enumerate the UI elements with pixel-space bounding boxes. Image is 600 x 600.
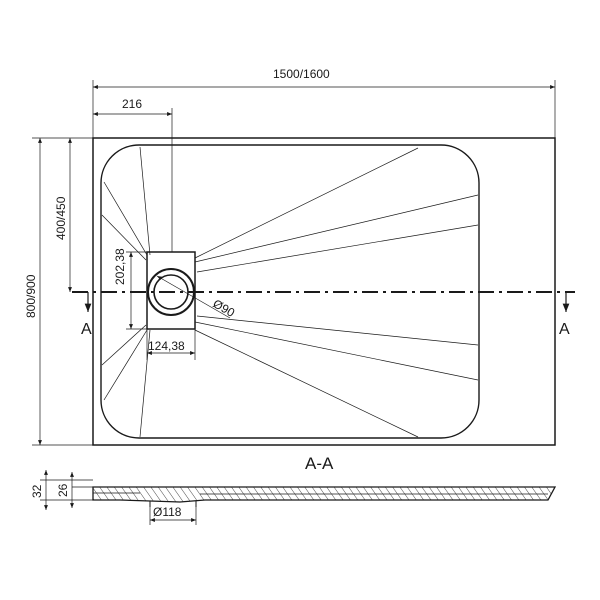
dim-outlet-label: Ø118 <box>153 505 182 519</box>
dim-rim-height-label: 26 <box>56 483 70 497</box>
dim-drain-diameter-leader <box>156 275 231 319</box>
dim-length-label: 1500/1600 <box>273 67 330 81</box>
section-view-label: A-A <box>305 454 334 473</box>
dim-width-label: 800/900 <box>24 274 38 318</box>
dim-box-width-label: 124,38 <box>148 339 185 353</box>
section-marker-left: A <box>81 321 92 338</box>
dim-drain-diameter-label: Ø90 <box>211 296 238 320</box>
section-marker-right: A <box>559 321 570 338</box>
drain-box <box>146 251 196 330</box>
section-profile <box>92 486 557 503</box>
slope-lines <box>101 140 479 438</box>
dim-box-height-label: 202,38 <box>113 248 127 285</box>
dim-drain-x-label: 216 <box>122 97 142 111</box>
dim-drain-y-label: 400/450 <box>54 196 68 240</box>
dim-total-height-label: 32 <box>30 484 44 498</box>
